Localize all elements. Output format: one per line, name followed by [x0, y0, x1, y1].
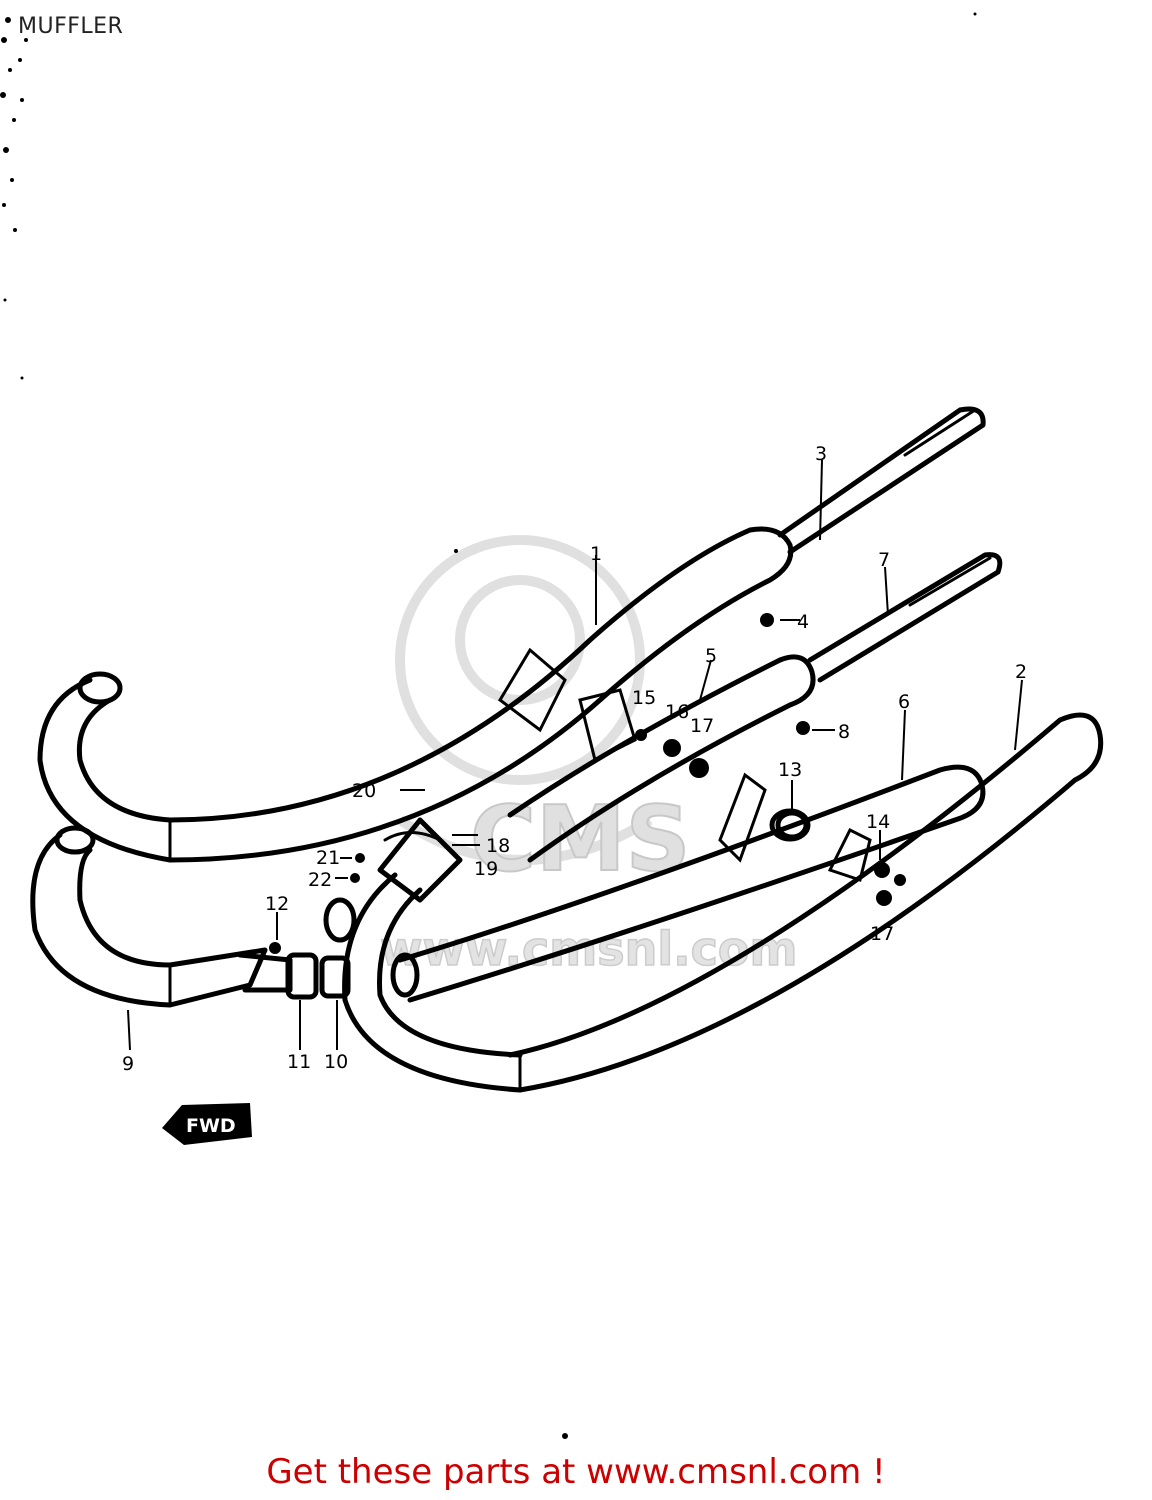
label-part-2: 2	[1015, 661, 1027, 683]
small-hardware	[454, 549, 906, 1439]
label-part-5: 5	[705, 645, 717, 667]
exhaust-pipe-front-bend	[323, 872, 523, 1093]
tail-insert-3	[777, 406, 986, 555]
label-part-20: 20	[352, 780, 376, 802]
fwd-arrow: FWD	[162, 1103, 252, 1145]
label-part-10: 10	[324, 1051, 348, 1073]
muffler-5	[507, 654, 816, 863]
label-part-12: 12	[265, 893, 289, 915]
clamp-parts	[269, 942, 351, 1000]
label-part-4: 4	[797, 611, 809, 633]
label-part-16: 16	[665, 701, 689, 723]
spacer-13	[775, 810, 809, 840]
muffler-1	[37, 526, 794, 863]
scan-noise	[0, 12, 977, 380]
label-part-6: 6	[898, 691, 910, 713]
label-part-18: 18	[486, 835, 510, 857]
label-part-17a: 17	[690, 715, 714, 737]
clamp-assembly	[350, 817, 463, 903]
tail-insert-7	[807, 552, 1003, 683]
page-title: MUFFLER	[18, 14, 124, 39]
label-part-21: 21	[316, 847, 340, 869]
label-part-9: 9	[122, 1053, 134, 1075]
label-part-3: 3	[815, 443, 827, 465]
label-part-8: 8	[838, 721, 850, 743]
part-labels: 1 2 3 4 5 6 7 8 9 10 11 12 13 14 15 16 1…	[122, 443, 1027, 1075]
label-part-19-visible: 19	[474, 858, 498, 880]
label-part-7: 7	[878, 549, 890, 571]
label-part-22: 22	[308, 869, 332, 891]
label-part-11: 11	[287, 1051, 311, 1073]
watermark-url: www.cmsnl.com	[380, 922, 797, 976]
leader-lines	[127, 459, 1023, 1051]
label-part-13: 13	[778, 759, 802, 781]
label-part-14: 14	[866, 811, 890, 833]
label-part-15: 15	[632, 687, 656, 709]
label-part-17b: 17	[870, 923, 894, 945]
label-part-1: 1	[590, 543, 602, 565]
muffler-2	[507, 712, 1104, 1093]
footer-link[interactable]: Get these parts at www.cmsnl.com !	[266, 1452, 886, 1492]
svg-text:FWD: FWD	[186, 1115, 236, 1137]
